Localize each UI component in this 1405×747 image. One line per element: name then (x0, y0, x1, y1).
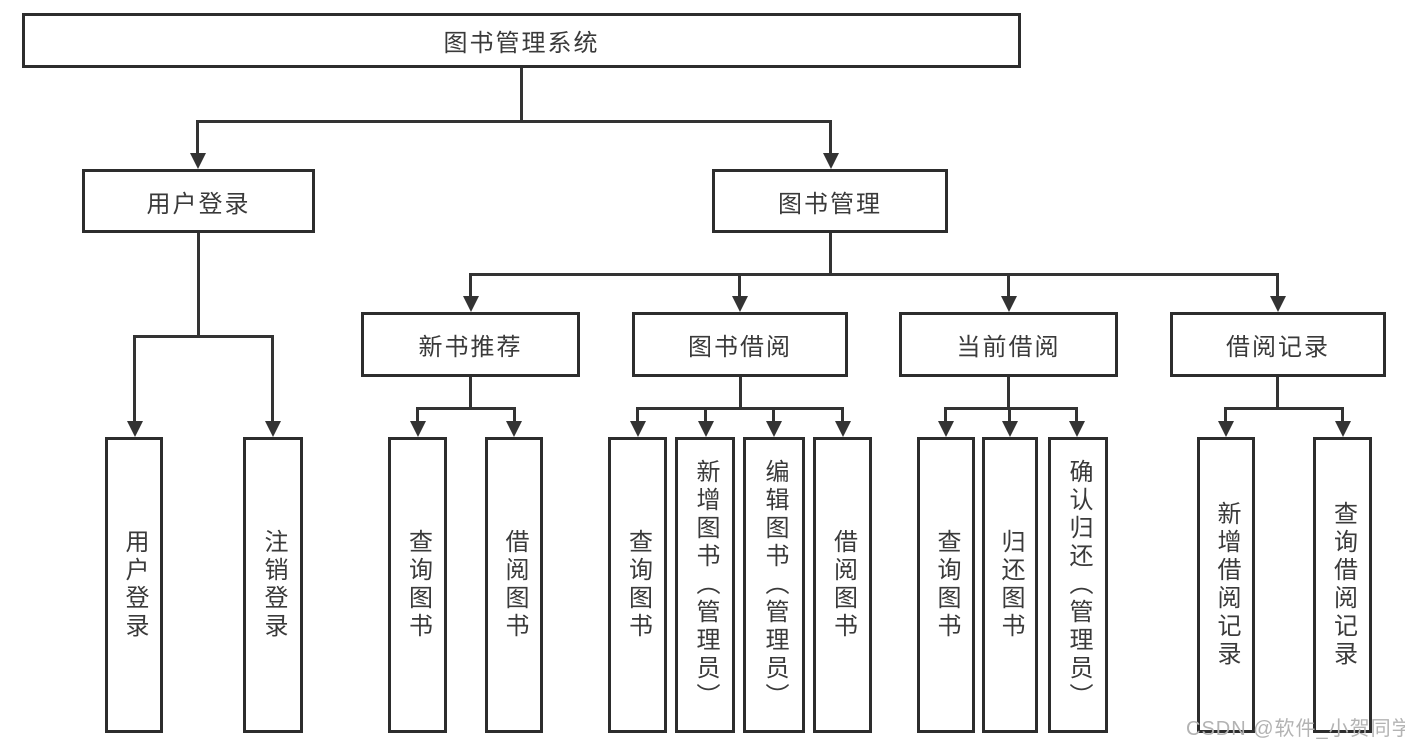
connector-record-bar (1224, 407, 1343, 410)
connector-current-arm-3 (1075, 407, 1078, 421)
arrowhead-to-leaf-user-login (127, 421, 143, 437)
arrowhead-record-2 (1335, 421, 1351, 437)
leaf-edit-book-admin: 编辑图书（管理员） (743, 437, 805, 733)
leaf-confirm-return-admin: 确认归还（管理员） (1048, 437, 1108, 733)
arrowhead-current-1 (938, 421, 954, 437)
connector-book-mgmt-stem (829, 233, 832, 273)
arrowhead-borrow-4 (835, 421, 851, 437)
connector-root-arm-right (829, 120, 832, 154)
connector-current-stem (1007, 377, 1010, 407)
arrowhead-to-book-mgmt (823, 153, 839, 169)
leaf-add-book-admin: 新增图书（管理员） (675, 437, 735, 733)
arrowhead-record-1 (1218, 421, 1234, 437)
csdn-watermark: CSDN @软件_小贺同学 (1186, 718, 1405, 740)
connector-current-arm-1 (944, 407, 947, 421)
arrowhead-borrow-1 (630, 421, 646, 437)
leaf-query-books-borrow: 查询图书 (608, 437, 667, 733)
connector-user-login-bar (133, 335, 274, 338)
node-current-borrow: 当前借阅 (899, 312, 1118, 377)
leaf-borrow-books-borrow: 借阅图书 (813, 437, 872, 733)
connector-record-arm-1 (1224, 407, 1227, 421)
connector-user-login-arm-1 (133, 335, 136, 421)
connector-borrow-arm-1 (636, 407, 639, 421)
connector-book-mgmt-arm-1 (469, 273, 472, 296)
arrowhead-recommend-2 (506, 421, 522, 437)
leaf-add-borrow-record: 新增借阅记录 (1197, 437, 1255, 733)
arrowhead-to-book-borrow (732, 296, 748, 312)
connector-book-mgmt-arm-3 (1007, 273, 1010, 296)
leaf-query-borrow-record: 查询借阅记录 (1313, 437, 1372, 733)
connector-root-bar (196, 120, 832, 123)
connector-borrow-arm-4 (841, 407, 844, 421)
connector-user-login-arm-2 (271, 335, 274, 421)
connector-current-arm-2 (1008, 407, 1011, 421)
arrowhead-recommend-1 (410, 421, 426, 437)
connector-recommend-bar (416, 407, 516, 410)
connector-user-login-stem (197, 233, 200, 335)
connector-recommend-stem (469, 377, 472, 407)
connector-recommend-arm-2 (513, 407, 516, 421)
arrowhead-to-borrow-record (1270, 296, 1286, 312)
arrowhead-to-leaf-logout (265, 421, 281, 437)
node-borrow-record: 借阅记录 (1170, 312, 1386, 377)
leaf-query-books-current: 查询图书 (917, 437, 975, 733)
connector-record-stem (1276, 377, 1279, 407)
connector-borrow-bar (636, 407, 844, 410)
leaf-return-books: 归还图书 (982, 437, 1038, 733)
node-user-login: 用户登录 (82, 169, 315, 233)
connector-recommend-arm-1 (416, 407, 419, 421)
arrowhead-to-new-book (463, 296, 479, 312)
node-root: 图书管理系统 (22, 13, 1021, 68)
leaf-query-books-recommend: 查询图书 (388, 437, 447, 733)
connector-borrow-stem (739, 377, 742, 407)
leaf-user-login: 用户登录 (105, 437, 163, 733)
connector-root-arm-left (196, 120, 199, 154)
leaf-borrow-books-recommend: 借阅图书 (485, 437, 543, 733)
connector-current-bar (944, 407, 1078, 410)
arrowhead-to-user-login (190, 153, 206, 169)
connector-borrow-arm-3 (772, 407, 775, 421)
connector-borrow-arm-2 (704, 407, 707, 421)
node-book-mgmt: 图书管理 (712, 169, 948, 233)
node-new-book-recommend: 新书推荐 (361, 312, 580, 377)
arrowhead-borrow-2 (698, 421, 714, 437)
arrowhead-current-3 (1069, 421, 1085, 437)
arrowhead-to-current-borrow (1001, 296, 1017, 312)
connector-book-mgmt-bar (469, 273, 1279, 276)
leaf-logout: 注销登录 (243, 437, 303, 733)
arrowhead-current-2 (1002, 421, 1018, 437)
arrowhead-borrow-3 (766, 421, 782, 437)
connector-book-mgmt-arm-2 (738, 273, 741, 296)
node-book-borrow: 图书借阅 (632, 312, 848, 377)
connector-root-stem (520, 68, 523, 120)
connector-book-mgmt-arm-4 (1276, 273, 1279, 296)
connector-record-arm-2 (1341, 407, 1344, 421)
